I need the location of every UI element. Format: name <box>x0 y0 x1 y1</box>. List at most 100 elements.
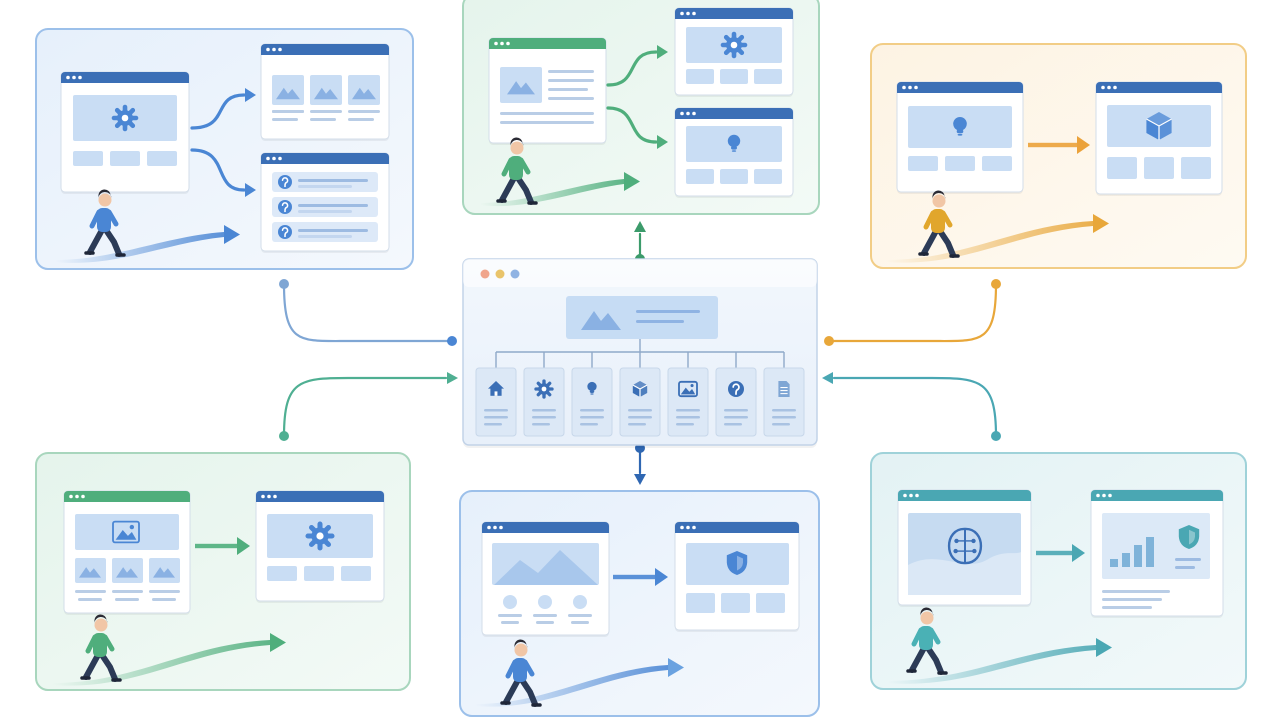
hub-connector <box>279 372 458 441</box>
browser-window <box>674 107 794 198</box>
text-line <box>298 229 368 232</box>
gear-icon <box>305 521 335 551</box>
window-dot <box>500 41 504 46</box>
content-tile <box>754 69 782 84</box>
content-tile <box>110 151 140 166</box>
window-dot <box>680 525 684 530</box>
journey-trail <box>475 658 684 707</box>
green-walker <box>496 137 538 205</box>
hub-card <box>571 367 613 437</box>
arrow-head <box>270 633 286 652</box>
hero-block <box>75 558 106 583</box>
content-tile <box>982 156 1012 171</box>
text-line <box>772 409 796 412</box>
window-title-bar <box>489 38 606 49</box>
content-tile <box>1107 157 1137 179</box>
arrow-head <box>822 372 833 384</box>
text-line <box>500 121 594 124</box>
text-line <box>532 423 550 426</box>
home-icon <box>488 381 504 396</box>
gear-icon <box>534 379 554 399</box>
arrow-head <box>668 658 684 677</box>
browser-window <box>1095 81 1223 196</box>
browser-window <box>255 490 385 603</box>
hero-block <box>348 75 380 105</box>
hub-card-question <box>715 367 757 437</box>
window-dot <box>692 11 696 16</box>
arrow-head <box>655 568 668 586</box>
browser-window <box>481 521 610 637</box>
text-line <box>484 423 502 426</box>
window-title-bar <box>675 8 793 19</box>
window-dot <box>480 269 490 279</box>
content-tile <box>721 593 750 613</box>
green-walker <box>80 614 122 682</box>
text-line <box>298 210 352 213</box>
wave-shape <box>908 552 1021 595</box>
window-dot <box>680 111 684 116</box>
text-line <box>149 590 180 593</box>
settings-flow <box>35 28 414 270</box>
lightbulb-icon <box>587 381 597 395</box>
text-line <box>298 235 352 238</box>
text-line <box>548 70 594 73</box>
browser-window <box>896 81 1024 194</box>
journey-trail <box>480 172 640 207</box>
window-dot <box>1102 493 1106 498</box>
mountain-image <box>314 87 338 100</box>
arrow-head <box>237 537 250 555</box>
window-title-bar <box>675 522 799 533</box>
browser-window <box>488 37 607 145</box>
text-line <box>548 88 588 91</box>
text-line <box>112 590 143 593</box>
text-line <box>348 110 380 113</box>
flow-arrow <box>613 568 668 586</box>
window-title-bar <box>61 72 189 83</box>
window-dot <box>902 85 906 90</box>
journey-trail <box>885 214 1109 263</box>
idea-flow <box>870 43 1247 269</box>
mountain-image <box>116 567 138 578</box>
image-icon <box>112 520 140 544</box>
insight-flow <box>870 452 1247 690</box>
content-tile <box>1144 157 1174 179</box>
text-line <box>636 320 684 323</box>
window-dot <box>273 494 277 499</box>
window-dot <box>914 85 918 90</box>
content-tile <box>686 593 715 613</box>
text-line <box>298 185 352 188</box>
content-tile <box>341 566 371 581</box>
text-line <box>532 409 556 412</box>
arrow-head <box>245 88 256 102</box>
arrow-head <box>447 372 458 384</box>
content-tile <box>686 169 714 184</box>
window-title-bar <box>256 491 384 502</box>
browser-window <box>260 43 390 141</box>
content-tile <box>945 156 975 171</box>
text-line <box>272 118 298 121</box>
window-dot <box>680 11 684 16</box>
text-line <box>548 97 594 100</box>
hub-connector <box>822 372 1001 441</box>
document-icon <box>778 381 790 397</box>
hub-connectors <box>279 221 1001 485</box>
text-line <box>310 118 336 121</box>
text-line <box>310 110 342 113</box>
gear-icon <box>720 31 748 59</box>
hub-card-document <box>763 367 805 437</box>
text-line <box>628 409 652 412</box>
window-title-bar <box>898 490 1031 501</box>
text-line <box>1102 598 1162 601</box>
arrow-head <box>634 474 646 485</box>
text-line <box>580 416 604 419</box>
hub-connector <box>826 279 1001 343</box>
teal-walker <box>906 607 948 675</box>
mountain-image <box>276 87 300 100</box>
browser-window <box>897 489 1032 607</box>
cube-icon <box>1146 112 1172 140</box>
text-line <box>298 204 368 207</box>
journey-trail <box>52 633 286 686</box>
text-line <box>636 310 700 313</box>
connector-dot <box>991 431 1001 441</box>
hub-card <box>715 367 757 437</box>
